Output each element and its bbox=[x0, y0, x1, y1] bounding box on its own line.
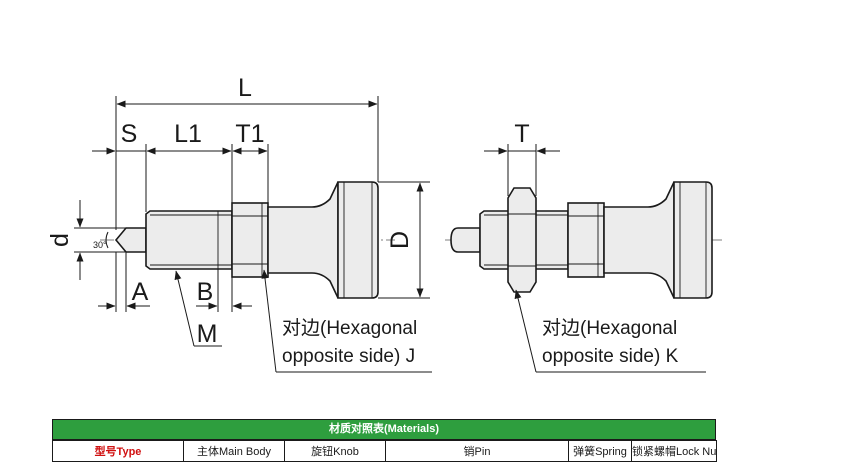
dimension-d: d bbox=[46, 200, 126, 280]
note-hex-K: 对边(Hexagonal opposite side) K bbox=[514, 289, 706, 373]
materials-table: 材质对照表(Materials) 型号Type 主体Main Body 旋钮Kn… bbox=[52, 419, 717, 462]
dim-label-M: M bbox=[197, 320, 218, 348]
pin-tip bbox=[114, 227, 147, 253]
leader-M: M bbox=[174, 270, 222, 348]
note-J-line1: 对边(Hexagonal bbox=[282, 317, 417, 339]
dimension-A: A bbox=[98, 252, 150, 312]
header-main-body: 主体Main Body bbox=[183, 440, 285, 462]
knob-right bbox=[673, 181, 713, 299]
dim-label-T: T bbox=[514, 120, 529, 148]
dim-label-L: L bbox=[238, 74, 252, 102]
note-K-line2: opposite side) K bbox=[542, 346, 679, 367]
plunger-with-locknut-view bbox=[445, 181, 722, 299]
note-J-line2: opposite side) J bbox=[282, 346, 415, 367]
angle-label: 30° bbox=[93, 240, 107, 250]
dim-label-A: A bbox=[132, 278, 149, 306]
header-type: 型号Type bbox=[52, 440, 184, 462]
dim-label-D: D bbox=[386, 231, 414, 249]
dimension-L1: L1 bbox=[146, 120, 233, 203]
note-hex-J: 对边(Hexagonal opposite side) J bbox=[261, 269, 432, 373]
dimension-L: L bbox=[115, 74, 379, 230]
note-K-line1: 对边(Hexagonal bbox=[542, 317, 677, 339]
header-spring: 弹簧Spring bbox=[568, 440, 632, 462]
header-knob: 旋钮Knob bbox=[284, 440, 386, 462]
dim-label-T1: T1 bbox=[235, 120, 264, 148]
lock-nut bbox=[507, 187, 537, 293]
angle-annotation: 30° bbox=[93, 231, 109, 250]
materials-header-row: 型号Type 主体Main Body 旋钮Knob 销Pin 弹簧Spring … bbox=[52, 440, 717, 462]
plunger-side-view bbox=[100, 181, 395, 299]
threaded-body bbox=[145, 210, 233, 270]
dimension-T1: T1 bbox=[232, 120, 269, 203]
dim-label-B: B bbox=[197, 278, 214, 306]
materials-table-title: 材质对照表(Materials) bbox=[52, 419, 716, 440]
knob-stem bbox=[267, 181, 339, 299]
dim-label-S: S bbox=[121, 120, 138, 148]
technical-drawing: L S L1 T1 d 30° D bbox=[46, 74, 722, 373]
dim-label-d: d bbox=[46, 233, 74, 247]
header-pin: 销Pin bbox=[385, 440, 569, 462]
knob bbox=[337, 181, 379, 299]
dimension-S: S bbox=[92, 120, 147, 212]
knob-stem-right bbox=[603, 181, 675, 299]
dimension-B: B bbox=[196, 269, 252, 312]
header-lock-nut: 锁紧螺帽Lock Nut bbox=[631, 440, 717, 462]
pin-tip-right bbox=[450, 227, 481, 253]
materials-header-table: 型号Type 主体Main Body 旋钮Knob 销Pin 弹簧Spring … bbox=[52, 440, 717, 462]
dimension-D: D bbox=[378, 181, 430, 299]
dim-label-L1: L1 bbox=[174, 120, 202, 148]
hex-section-right bbox=[567, 202, 605, 278]
dimension-T: T bbox=[484, 120, 560, 196]
hex-section bbox=[231, 202, 269, 278]
